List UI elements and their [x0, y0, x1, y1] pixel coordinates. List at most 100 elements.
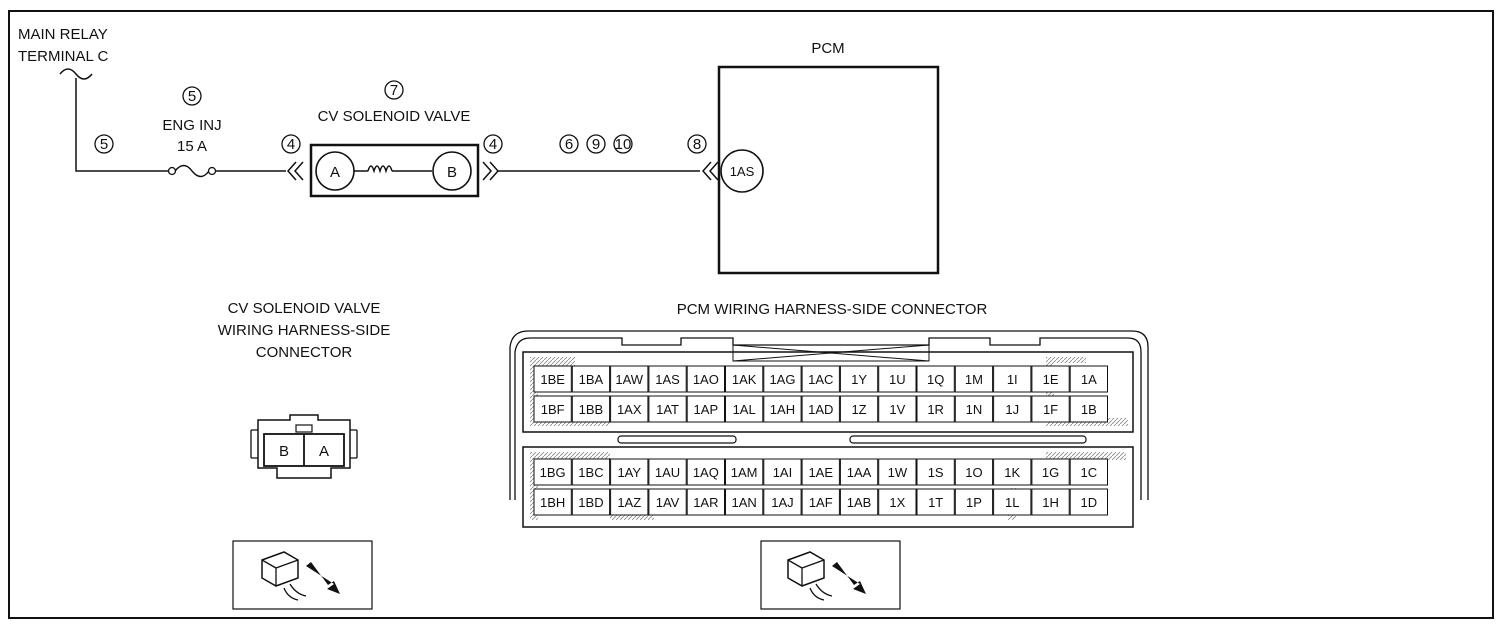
- pcm-pin-cell: [648, 395, 687, 423]
- pcm-pin-label: 1V: [889, 402, 905, 417]
- wire-ref-circle: 5: [94, 134, 114, 154]
- pcm-pin-cell: [801, 458, 840, 486]
- valve-terminal-b: B: [432, 151, 472, 191]
- pcm-pin-label: 1AC: [808, 372, 833, 387]
- pcm-pin-label: 1AN: [732, 495, 757, 510]
- pcm-pin-cell: [725, 365, 764, 393]
- connector-ref-right: 4: [483, 134, 503, 154]
- valve-terminal-a: A: [315, 151, 355, 191]
- pcm-pin-label: 1Z: [851, 402, 866, 417]
- pcm-pin-label: 1H: [1042, 495, 1059, 510]
- cv-connector-title-3: CONNECTOR: [256, 344, 353, 361]
- pcm-pin-label: 1AL: [733, 402, 756, 417]
- pcm-label: PCM: [811, 40, 844, 57]
- svg-text:4: 4: [287, 136, 295, 153]
- fuse-name: ENG INJ: [162, 117, 221, 134]
- pcm-pin-cell: [878, 365, 917, 393]
- connector-chevron-right-icon: [482, 161, 500, 181]
- pcm-pin-cell: [839, 458, 879, 486]
- valve-name: CV SOLENOID VALVE: [318, 108, 471, 125]
- pcm-pin-label: 1Q: [927, 372, 944, 387]
- pcm-pin-label: 1X: [889, 495, 905, 510]
- pcm-pin-cell: [839, 365, 879, 393]
- pcm-box: [717, 65, 940, 275]
- pcm-pin-cell: [1031, 458, 1070, 486]
- pcm-pin-cell: [801, 365, 840, 393]
- pcm-pin-label: 1C: [1081, 465, 1098, 480]
- connector-ref-left: 4: [281, 134, 301, 154]
- pcm-pin-cell: [610, 488, 649, 516]
- valve-ref-circle: 7: [384, 80, 404, 100]
- main-relay-label-line1: MAIN RELAY: [18, 26, 108, 43]
- pcm-pin-label: 1BE: [540, 372, 565, 387]
- pcm-pin-label: 1P: [966, 495, 982, 510]
- pcm-pin-label: 1AS: [655, 372, 680, 387]
- pcm-pin-cell: [571, 458, 611, 486]
- cv-pin-a: A: [319, 443, 329, 460]
- pcm-pin-cell: [648, 458, 687, 486]
- pcm-pin-cell: [954, 488, 994, 516]
- pcm-pin-label: 1AB: [847, 495, 872, 510]
- pcm-pin-cell: [571, 365, 611, 393]
- pcm-pin-cell: [648, 365, 687, 393]
- pcm-pin-label: 1AZ: [617, 495, 641, 510]
- svg-text:B: B: [447, 164, 457, 181]
- svg-text:10: 10: [615, 136, 632, 153]
- pcm-connector-title: PCM WIRING HARNESS-SIDE CONNECTOR: [677, 301, 988, 318]
- pcm-pin-label: 1AR: [693, 495, 718, 510]
- cv-connector-title-1: CV SOLENOID VALVE: [228, 300, 381, 317]
- pcm-pin-cell: [533, 458, 572, 486]
- svg-text:A: A: [330, 164, 340, 181]
- pcm-pin-label: 1AE: [808, 465, 833, 480]
- pcm-pin-label: 1I: [1007, 372, 1018, 387]
- pcm-pin-label: 1G: [1042, 465, 1059, 480]
- pcm-pin-label: 1N: [966, 402, 983, 417]
- cv-connector-face: [250, 414, 358, 479]
- pcm-pin-label: 1AA: [847, 465, 872, 480]
- pcm-pin-label: 1BG: [540, 465, 566, 480]
- pcm-pin-label: 1BA: [579, 372, 604, 387]
- pcm-pin-cell: [1069, 365, 1108, 393]
- pcm-pin-cell: [1031, 395, 1070, 423]
- pcm-pin-cell: [571, 395, 611, 423]
- pcm-pin-label: 1AP: [694, 402, 719, 417]
- svg-text:9: 9: [592, 136, 600, 153]
- cv-pin-b: B: [279, 443, 289, 460]
- svg-text:8: 8: [693, 136, 701, 153]
- fuse-ref-circle: 5: [182, 86, 202, 106]
- pcm-pin-label: 1T: [928, 495, 943, 510]
- svg-text:7: 7: [390, 82, 398, 99]
- svg-text:4: 4: [489, 136, 497, 153]
- connector-chevron-left-icon: [286, 161, 304, 181]
- pcm-pin-cell: [878, 488, 917, 516]
- pcm-pin-label: 1AU: [655, 465, 680, 480]
- fuse-icon: [167, 164, 217, 178]
- pcm-pin-label: 1AK: [732, 372, 757, 387]
- svg-text:1AS: 1AS: [730, 164, 755, 179]
- pcm-pin-label: 1E: [1043, 372, 1059, 387]
- pcm-pin-label: 1BD: [578, 495, 603, 510]
- connector-probe-icon: [232, 540, 373, 610]
- pcm-pin-cell: [954, 395, 994, 423]
- svg-text:5: 5: [100, 136, 108, 153]
- pcm-pin-cell: [686, 458, 726, 486]
- pcm-pin-label: 1AD: [808, 402, 833, 417]
- pcm-pin-cell: [993, 365, 1032, 393]
- pcm-pin-label: 1M: [965, 372, 983, 387]
- pcm-pin-cell: [533, 365, 572, 393]
- pcm-pin-label: 1R: [927, 402, 944, 417]
- pcm-pin-label: 1K: [1004, 465, 1020, 480]
- diagram-frame: [8, 10, 1494, 619]
- pcm-pin-cell: [801, 488, 840, 516]
- pcm-pin-label: 1B: [1081, 402, 1097, 417]
- pcm-pin-label: 1BF: [541, 402, 565, 417]
- pcm-terminal-1as: 1AS: [720, 149, 764, 193]
- pcm-pin-label: 1BB: [579, 402, 604, 417]
- terminal-tilde-icon: [59, 68, 93, 80]
- pcm-pin-cell: [1069, 488, 1108, 516]
- valve-body: [309, 143, 480, 198]
- pcm-pin-cell: [993, 458, 1032, 486]
- pcm-pin-label: 1W: [888, 465, 908, 480]
- pcm-pin-label: 1AO: [693, 372, 719, 387]
